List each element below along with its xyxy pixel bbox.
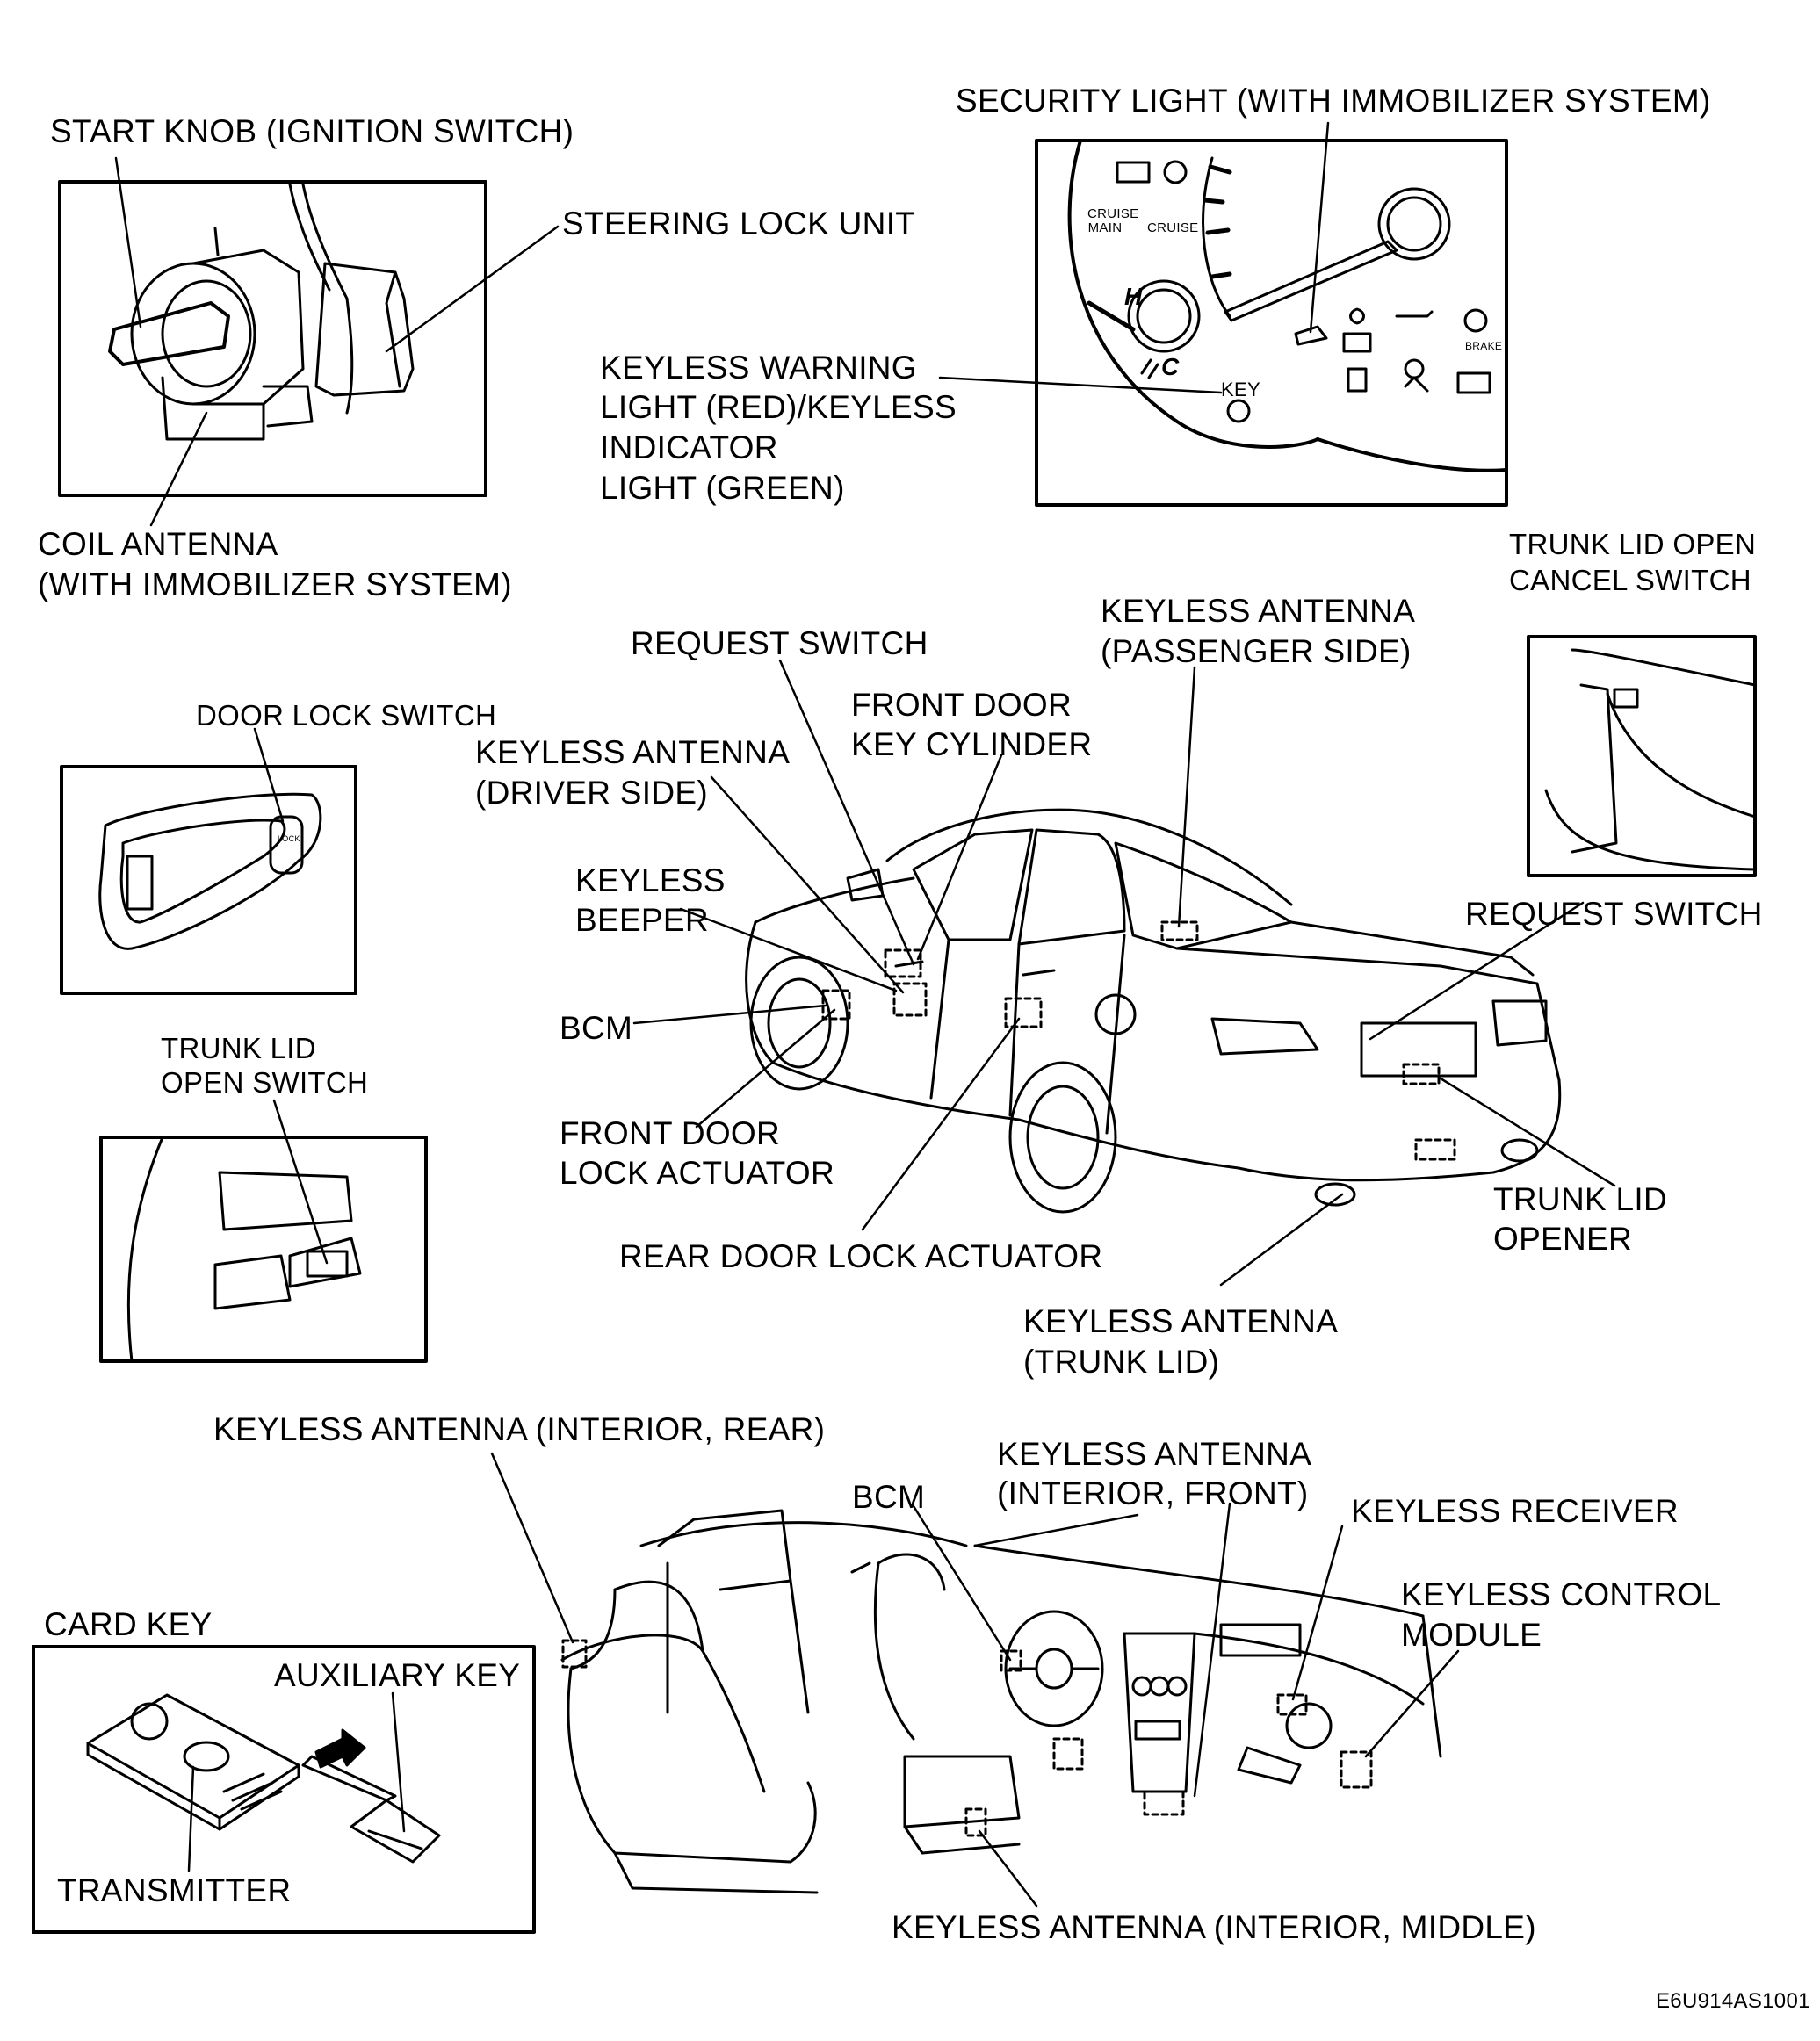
label-keyless-antenna-passenger-line1: KEYLESS ANTENNA xyxy=(1101,593,1416,629)
gauge-cruise-main-text: CRUISE MAIN xyxy=(1087,206,1139,235)
label-rear-door-actuator: REAR DOOR LOCK ACTUATOR xyxy=(619,1238,1103,1274)
label-card-key: CARD KEY xyxy=(44,1606,213,1642)
gauge-hot-text: H xyxy=(1124,283,1143,310)
leader-lines-card-key xyxy=(187,1691,406,1872)
label-keyless-warning-line4: LIGHT (GREEN) xyxy=(600,470,845,506)
label-front-actuator-line2: LOCK ACTUATOR xyxy=(560,1155,834,1191)
door-handle-illustration xyxy=(60,765,358,995)
vehicle-illustration xyxy=(745,808,1562,1214)
label-trunk-open-switch-line2: OPEN SWITCH xyxy=(161,1066,369,1099)
gauge-cruise-text: CRUISE xyxy=(1147,220,1199,235)
label-front-door-cylinder-line2: KEY CYLINDER xyxy=(851,726,1093,762)
label-keyless-warning-line1: KEYLESS WARNING xyxy=(600,350,917,386)
label-keyless-control-line1: KEYLESS CONTROL xyxy=(1401,1576,1722,1612)
gauge-cold-text: C xyxy=(1161,353,1180,380)
leader-lines-ignition xyxy=(114,156,560,527)
label-trunk-open-switch-line1: TRUNK LID xyxy=(161,1032,316,1064)
label-security-light: SECURITY LIGHT (WITH IMMOBILIZER SYSTEM) xyxy=(956,83,1711,119)
label-keyless-antenna-interior-middle: KEYLESS ANTENNA (INTERIOR, MIDDLE) xyxy=(892,1909,1536,1945)
card-key-illustration xyxy=(32,1645,536,1934)
label-trunk-cancel-line1: TRUNK LID OPEN xyxy=(1509,528,1757,560)
label-front-actuator-line1: FRONT DOOR xyxy=(560,1115,781,1151)
trunk-cancel-switch-illustration xyxy=(1527,635,1757,877)
label-bcm-middle: BCM xyxy=(560,1010,633,1046)
label-keyless-receiver: KEYLESS RECEIVER xyxy=(1351,1493,1679,1529)
leader-line-trunk-open-switch xyxy=(272,1099,329,1265)
label-coil-antenna-line2: (WITH IMMOBILIZER SYSTEM) xyxy=(38,566,512,602)
label-transmitter: TRANSMITTER xyxy=(57,1872,292,1908)
door-switch-lock-text: LOCK xyxy=(278,834,300,843)
label-trunk-cancel-line2: CANCEL SWITCH xyxy=(1509,564,1751,596)
label-bcm-bottom: BCM xyxy=(852,1479,926,1515)
label-keyless-warning-line2: LIGHT (RED)/KEYLESS xyxy=(600,389,957,425)
leader-lines-interior xyxy=(490,1452,1460,1908)
label-keyless-antenna-interior-front-line2: (INTERIOR, FRONT) xyxy=(997,1475,1309,1511)
label-keyless-antenna-interior-front-line1: KEYLESS ANTENNA xyxy=(997,1436,1312,1472)
label-keyless-antenna-driver-line1: KEYLESS ANTENNA xyxy=(475,734,791,770)
gauge-key-text: KEY xyxy=(1221,379,1260,400)
label-trunk-opener-line1: TRUNK LID xyxy=(1493,1181,1667,1217)
label-trunk-opener-line2: OPENER xyxy=(1493,1221,1633,1257)
gauge-brake-text: BRAKE xyxy=(1465,340,1503,352)
label-start-knob: START KNOB (IGNITION SWITCH) xyxy=(50,113,574,149)
label-keyless-antenna-interior-rear: KEYLESS ANTENNA (INTERIOR, REAR) xyxy=(213,1411,826,1447)
label-keyless-beeper-line2: BEEPER xyxy=(575,902,709,938)
label-keyless-antenna-driver-line2: (DRIVER SIDE) xyxy=(475,775,708,811)
label-keyless-antenna-trunk-line1: KEYLESS ANTENNA xyxy=(1023,1303,1339,1339)
label-keyless-control-line2: MODULE xyxy=(1401,1617,1542,1653)
instrument-cluster-illustration xyxy=(1035,139,1508,507)
label-request-switch-top: REQUEST SWITCH xyxy=(631,625,928,661)
leader-line-door-lock xyxy=(253,727,285,823)
label-request-switch-right: REQUEST SWITCH xyxy=(1465,896,1763,932)
label-steering-lock-unit: STEERING LOCK UNIT xyxy=(562,206,916,242)
label-auxiliary-key: AUXILIARY KEY xyxy=(274,1657,521,1693)
label-coil-antenna-line1: COIL ANTENNA xyxy=(38,526,278,562)
leader-lines-cluster xyxy=(938,121,1330,394)
label-keyless-warning-line3: INDICATOR xyxy=(600,429,778,465)
trunk-open-switch-illustration xyxy=(99,1136,428,1363)
label-door-lock-switch: DOOR LOCK SWITCH xyxy=(196,699,497,732)
label-keyless-antenna-trunk-line2: (TRUNK LID) xyxy=(1023,1344,1220,1380)
label-keyless-beeper-line1: KEYLESS xyxy=(575,862,726,898)
leader-lines-vehicle xyxy=(632,659,1616,1287)
label-keyless-antenna-passenger-line2: (PASSENGER SIDE) xyxy=(1101,633,1412,669)
figure-code: E6U914AS1001 xyxy=(1656,1989,1810,2013)
ignition-switch-illustration xyxy=(58,180,488,497)
label-front-door-cylinder-line1: FRONT DOOR xyxy=(851,687,1072,723)
interior-illustration xyxy=(560,1509,1442,1894)
